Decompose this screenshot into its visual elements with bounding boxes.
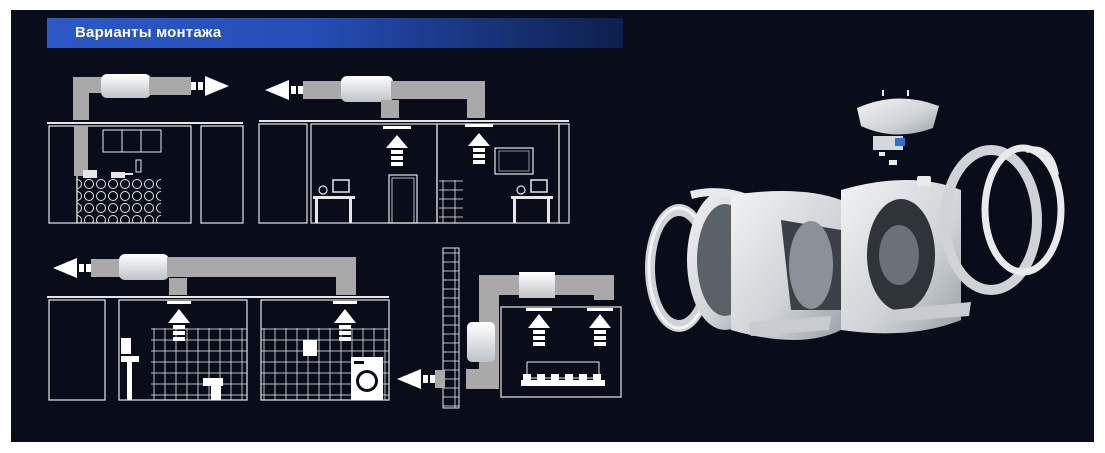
toilet-icon: [203, 378, 223, 400]
fan-icon: [467, 322, 495, 362]
vent-grille: [587, 308, 613, 311]
fan-base: [749, 316, 831, 336]
arrow-up-icon: [386, 135, 408, 166]
room-wall: [258, 123, 308, 224]
page-title: Варианты монтажа: [75, 24, 222, 41]
vent-grille: [383, 126, 411, 129]
desk-icon: [511, 179, 553, 223]
sink-icon: [121, 338, 139, 400]
vent-grille: [167, 301, 191, 304]
duct: [149, 77, 191, 95]
room-wall: [48, 299, 106, 401]
duct: [391, 81, 485, 118]
arrow-left-icon: [397, 369, 435, 389]
bathroom-tiles: [151, 328, 247, 400]
arrow-left-icon: [53, 258, 91, 278]
cable-gland: [917, 176, 931, 186]
arrow-right-icon: [191, 76, 229, 96]
vent-grille: [333, 301, 357, 304]
duct: [303, 81, 343, 99]
outlet-ring: [981, 144, 1065, 276]
fan-base: [891, 302, 971, 322]
arrow-left-icon: [265, 80, 303, 100]
scene-office: [258, 76, 570, 224]
fireplace: [526, 361, 600, 379]
installation-panel: Варианты монтажа: [11, 10, 1094, 442]
fan-icon: [101, 74, 151, 98]
arrow-up-icon: [528, 314, 550, 346]
stove-icon: [83, 159, 142, 178]
duct: [435, 370, 445, 388]
outlet-ring: [940, 145, 1042, 295]
fan-icon: [119, 254, 169, 280]
title-bar: Варианты монтажа: [47, 18, 623, 48]
washing-machine-icon: [351, 357, 383, 400]
installation-scene: [47, 74, 1065, 409]
duct: [169, 278, 187, 295]
room-wall: [48, 125, 78, 224]
towel-rack: [303, 340, 317, 356]
scene-kitchen: [47, 74, 244, 224]
fan-icon: [519, 272, 555, 298]
wall-cabinets: [102, 129, 162, 153]
desk-icon: [313, 179, 355, 223]
door: [388, 174, 418, 224]
duct: [167, 257, 356, 295]
duct: [91, 259, 121, 277]
fan-icon: [341, 76, 393, 102]
scene-bathroom: [47, 254, 390, 401]
mounting-clamp: [1025, 146, 1059, 176]
wall-brick: [442, 247, 460, 409]
shelf: [439, 180, 463, 223]
arrow-up-icon: [168, 309, 190, 341]
room-wall: [200, 125, 244, 224]
arrow-up-icon: [334, 309, 356, 341]
office-room-left: [310, 123, 438, 224]
arrow-up-icon: [468, 133, 490, 164]
room-wall: [558, 123, 570, 224]
duct: [466, 275, 614, 389]
duct: [73, 77, 109, 120]
terminal-cover: [857, 98, 939, 135]
vent-grille: [465, 124, 493, 127]
wall-picture: [494, 147, 534, 175]
duct: [74, 126, 88, 176]
fan-exploded-view: [645, 90, 1065, 340]
scene-hall: [397, 247, 622, 409]
kitchen-counter: [77, 178, 161, 223]
duct: [381, 100, 399, 118]
arrow-up-icon: [589, 314, 611, 346]
vent-grille: [526, 308, 552, 311]
audience-seats: [521, 374, 605, 386]
hall-room: [500, 306, 622, 398]
